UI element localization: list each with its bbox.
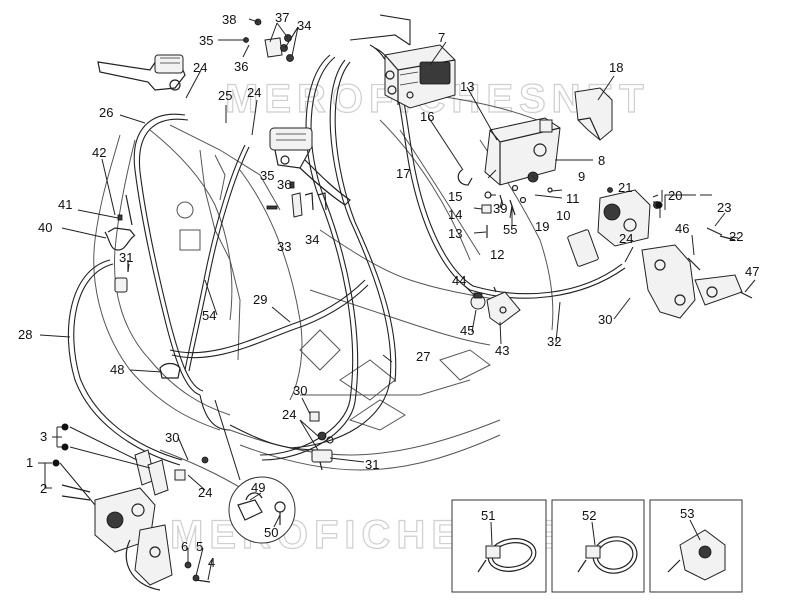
callout-36-mid: 36 bbox=[277, 177, 291, 192]
detail-inset-49-50 bbox=[214, 399, 296, 544]
callout-24-a: 24 bbox=[193, 60, 207, 75]
callout-20: 20 bbox=[668, 188, 682, 203]
callout-8: 8 bbox=[598, 153, 605, 168]
callout-16: 16 bbox=[420, 109, 434, 124]
callout-30-left: 30 bbox=[165, 430, 179, 445]
callout-10: 10 bbox=[556, 208, 570, 223]
callout-54: 54 bbox=[202, 308, 216, 323]
rear-bracket-right bbox=[641, 227, 753, 319]
callout-51: 51 bbox=[481, 508, 495, 523]
callout-46: 46 bbox=[675, 221, 689, 236]
callout-36-top: 36 bbox=[234, 59, 248, 74]
callout-38: 38 bbox=[222, 12, 236, 27]
callout-24-c: 24 bbox=[619, 231, 633, 246]
abs-cover bbox=[574, 87, 613, 141]
callout-22: 22 bbox=[729, 229, 743, 244]
callout-55: 55 bbox=[503, 222, 517, 237]
inset-box-51 bbox=[451, 499, 547, 593]
abs-modulator bbox=[384, 44, 456, 109]
callout-39: 39 bbox=[493, 201, 507, 216]
callout-14: 14 bbox=[448, 207, 462, 222]
callout-24-e: 24 bbox=[198, 485, 212, 500]
callout-2: 2 bbox=[40, 481, 47, 496]
inset-box-52 bbox=[551, 499, 645, 593]
callout-1: 1 bbox=[26, 455, 33, 470]
callout-33: 33 bbox=[277, 239, 291, 254]
callout-28: 28 bbox=[18, 327, 32, 342]
callout-44: 44 bbox=[452, 273, 466, 288]
callout-30-right: 30 bbox=[598, 312, 612, 327]
callout-25: 25 bbox=[218, 88, 232, 103]
mid-clips bbox=[266, 181, 327, 218]
callout-17: 17 bbox=[396, 166, 410, 181]
callout-43: 43 bbox=[495, 343, 509, 358]
inset-box-53 bbox=[649, 499, 743, 593]
callout-47: 47 bbox=[745, 264, 759, 279]
callout-27: 27 bbox=[416, 349, 430, 364]
callout-31-mid: 31 bbox=[365, 457, 379, 472]
callout-3: 3 bbox=[40, 429, 47, 444]
callout-6: 6 bbox=[181, 539, 188, 554]
callout-31-left: 31 bbox=[119, 250, 133, 265]
leader-lines bbox=[38, 18, 756, 581]
callout-13-top: 13 bbox=[460, 79, 474, 94]
callout-18: 18 bbox=[609, 60, 623, 75]
index-bullets bbox=[52, 201, 663, 467]
callout-50: 50 bbox=[264, 525, 278, 540]
callout-49: 49 bbox=[251, 480, 265, 495]
callout-11: 11 bbox=[566, 191, 580, 206]
callout-48: 48 bbox=[110, 362, 124, 377]
callout-24-d: 24 bbox=[282, 407, 296, 422]
center-bracket bbox=[470, 286, 521, 326]
callout-labels: 38 37 34 35 36 24 25 24 26 7 13 18 16 8 … bbox=[18, 10, 759, 570]
right-master-cylinder bbox=[269, 127, 351, 206]
callout-53: 53 bbox=[680, 506, 694, 521]
callout-52: 52 bbox=[582, 508, 596, 523]
callout-7: 7 bbox=[438, 30, 445, 45]
top-clamp bbox=[243, 18, 294, 62]
callout-35-mid: 35 bbox=[260, 168, 274, 183]
callout-30-mid: 30 bbox=[293, 383, 307, 398]
callout-34-top: 34 bbox=[297, 18, 311, 33]
abs-bracket bbox=[484, 117, 561, 186]
callout-19: 19 bbox=[535, 219, 549, 234]
callout-13-mid: 13 bbox=[448, 226, 462, 241]
callout-21: 21 bbox=[618, 180, 632, 195]
callout-15: 15 bbox=[448, 189, 462, 204]
scooter-frame bbox=[93, 94, 561, 501]
callout-37: 37 bbox=[275, 10, 289, 25]
callout-41: 41 bbox=[58, 197, 72, 212]
clip-48 bbox=[159, 362, 181, 379]
callout-9: 9 bbox=[578, 169, 585, 184]
callout-26: 26 bbox=[99, 105, 113, 120]
callout-32: 32 bbox=[547, 334, 561, 349]
rear-caliper-right bbox=[567, 187, 661, 267]
callout-45: 45 bbox=[460, 323, 474, 338]
callout-42: 42 bbox=[92, 145, 106, 160]
left-master-cylinder bbox=[97, 54, 186, 91]
callout-34-mid: 34 bbox=[305, 232, 319, 247]
callout-12: 12 bbox=[490, 247, 504, 262]
callout-35-top: 35 bbox=[199, 33, 213, 48]
callout-23: 23 bbox=[717, 200, 731, 215]
callout-5: 5 bbox=[196, 539, 203, 554]
callout-29: 29 bbox=[253, 292, 267, 307]
front-caliper-left bbox=[61, 449, 211, 591]
brake-hoses bbox=[67, 14, 626, 466]
callout-24-b: 24 bbox=[247, 85, 261, 100]
callout-40: 40 bbox=[38, 220, 52, 235]
callout-4: 4 bbox=[208, 555, 215, 570]
